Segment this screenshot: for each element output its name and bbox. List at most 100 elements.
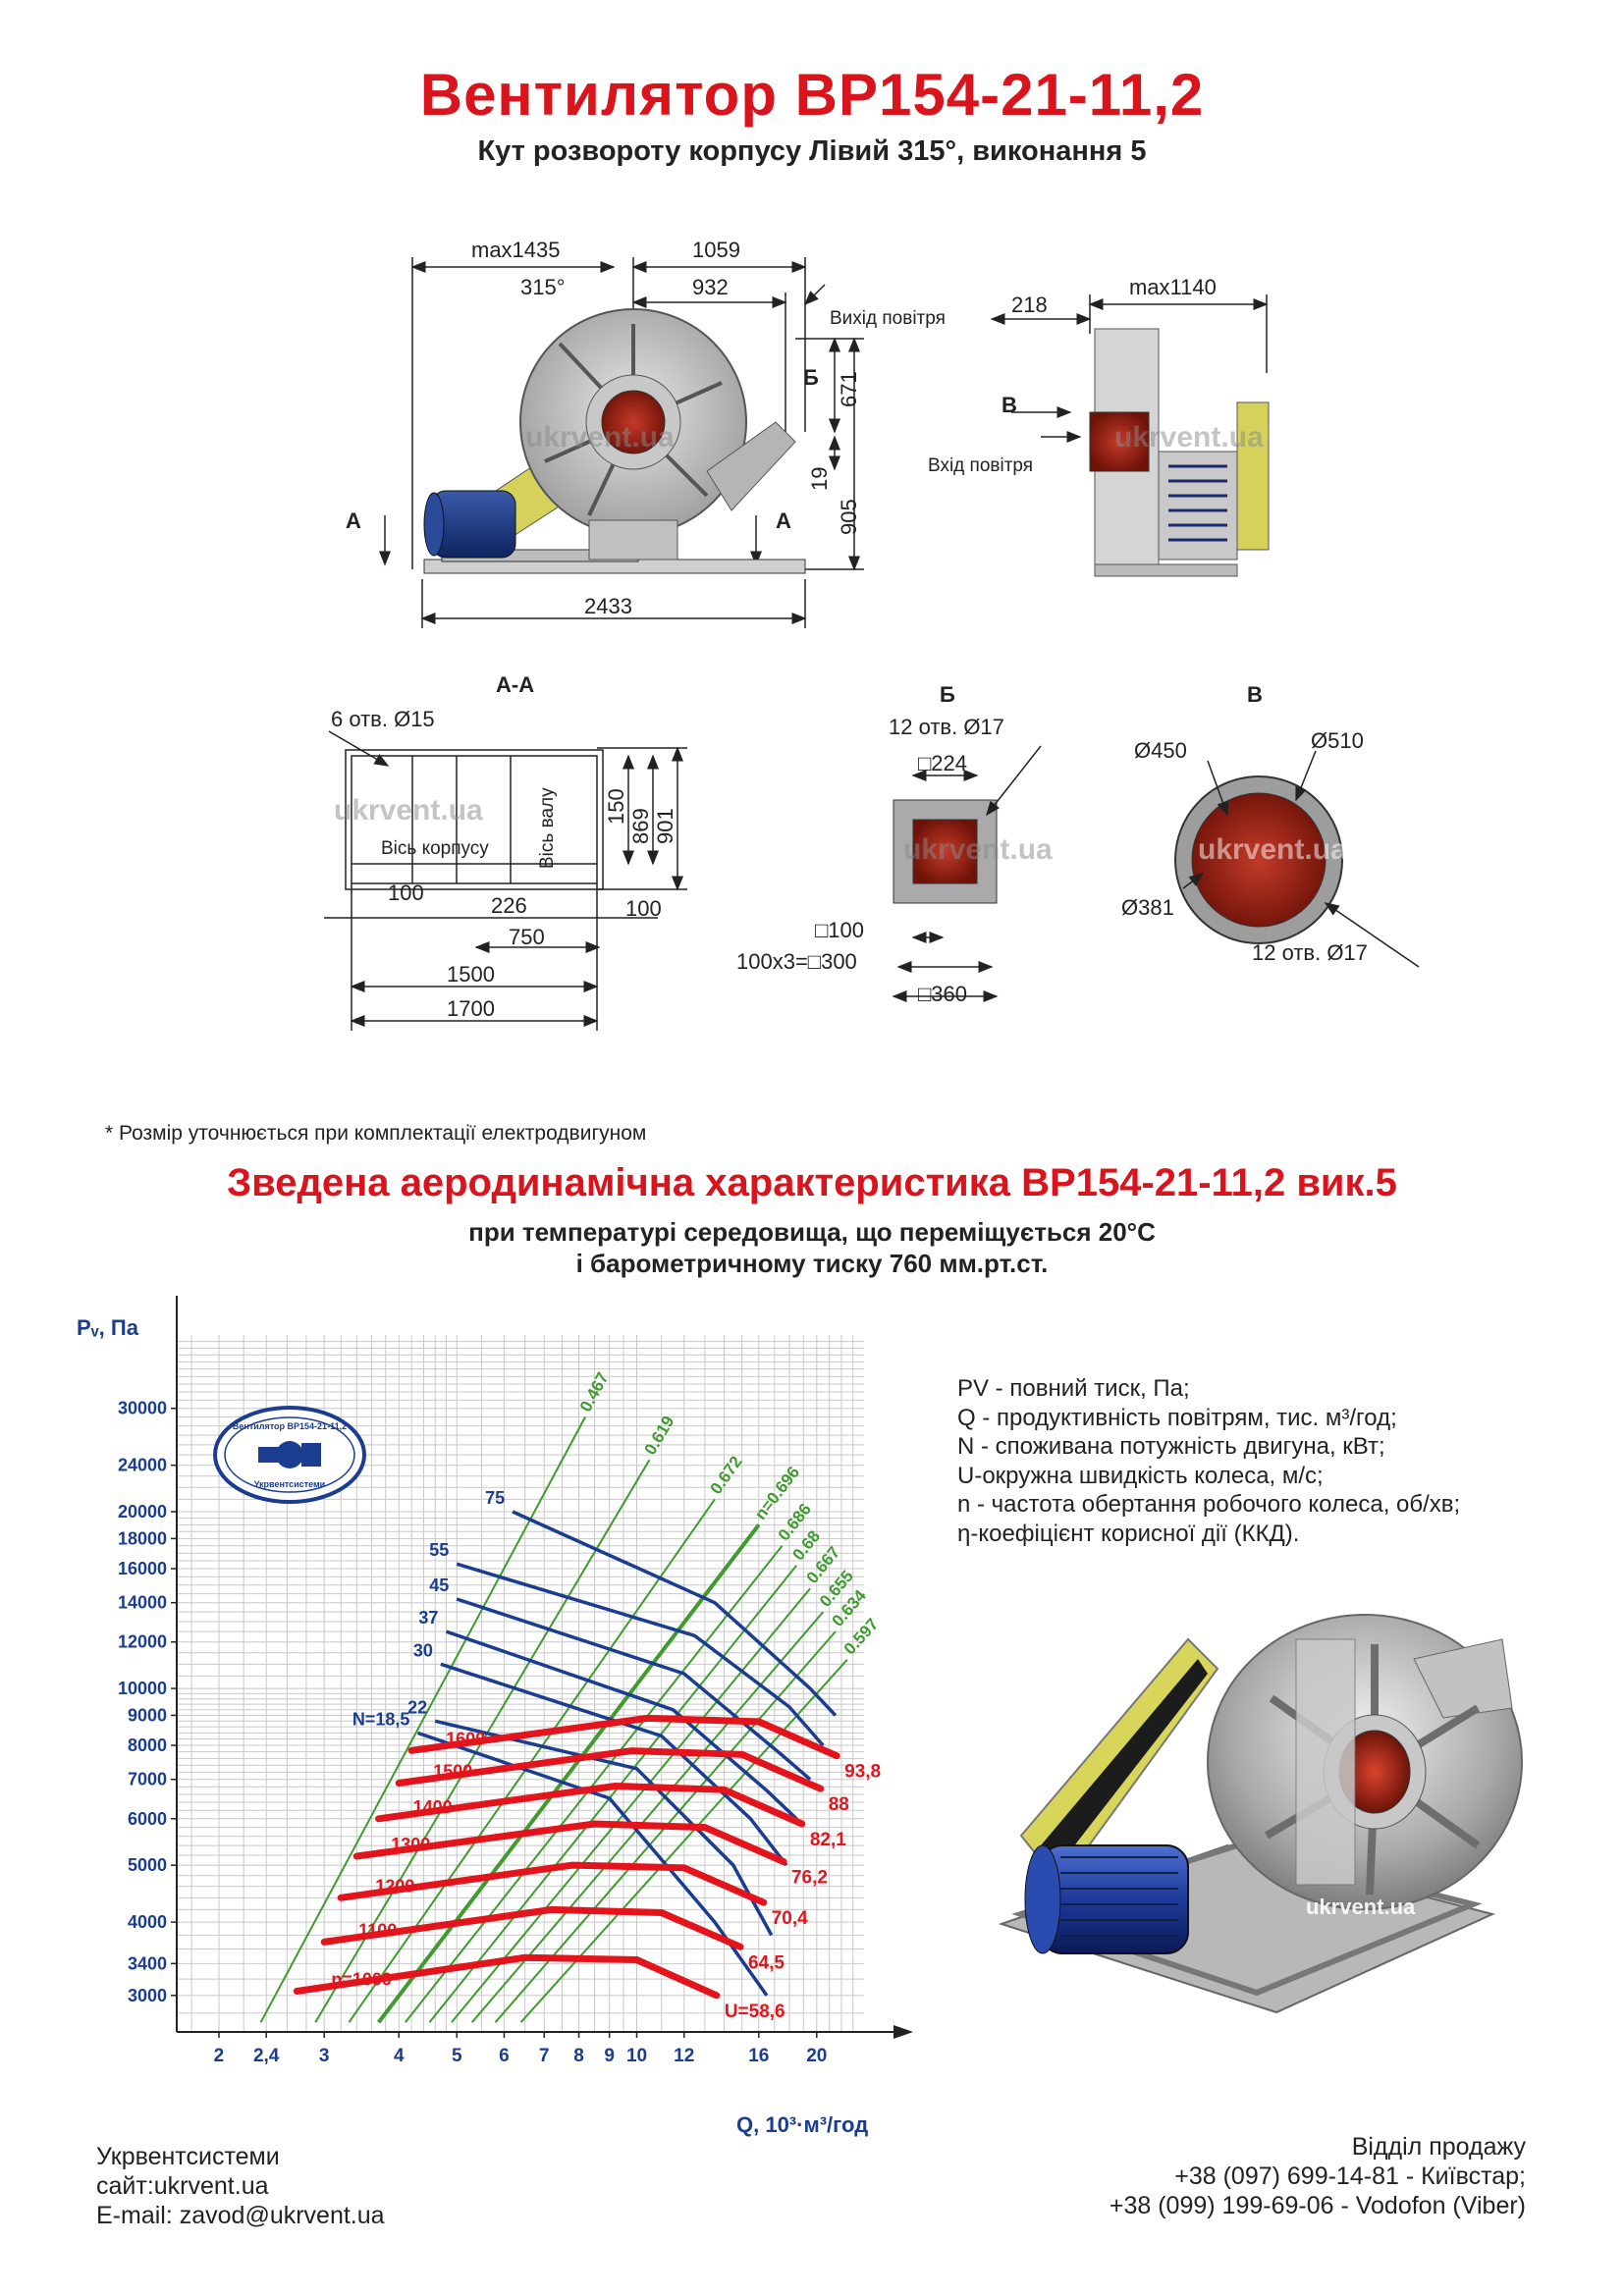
x-tick-label: 5 xyxy=(452,2046,462,2066)
housing-axis-label: Вісь корпусу xyxy=(381,838,489,859)
peripheral-speed-label: 82,1 xyxy=(810,1830,846,1850)
sales-department: Відділ продажу xyxy=(1351,2133,1526,2161)
legend-item: PV - повний тиск, Па; xyxy=(957,1375,1190,1402)
efficiency-line xyxy=(451,1587,811,2023)
dim-150: 150 xyxy=(604,788,628,825)
efficiency-line xyxy=(470,1611,825,2023)
view-v-title: В xyxy=(1247,682,1263,707)
x-tick-label: 2 xyxy=(214,2046,225,2066)
view-v-holes: 12 отв. Ø17 xyxy=(1252,940,1368,965)
phone-kyivstar[interactable]: +38 (097) 699-14-81 - Київстар; xyxy=(1174,2163,1526,2190)
x-tick-label: 16 xyxy=(748,2046,769,2066)
watermark-v: ukrvent.ua xyxy=(1198,833,1347,866)
dim-224: □224 xyxy=(918,751,967,775)
dim-905: 905 xyxy=(837,499,861,535)
peripheral-speed-label: 64,5 xyxy=(748,1952,785,1973)
y-tick-label: 3000 xyxy=(128,1986,167,2005)
y-tick-label: 14000 xyxy=(118,1593,167,1613)
dim-max1140: max1140 xyxy=(1129,275,1217,299)
x-axis-arrow xyxy=(893,2025,913,2039)
speed-curve xyxy=(352,1820,787,1865)
y-tick-label: 12000 xyxy=(118,1632,167,1652)
watermark-aa: ukrvent.ua xyxy=(334,794,483,827)
watermark-side: ukrvent.ua xyxy=(1114,421,1264,454)
dim-max1435: max1435 xyxy=(471,238,561,262)
speed-curve-label: 1300 xyxy=(391,1835,430,1854)
peripheral-speed-label: 93,8 xyxy=(844,1762,881,1783)
efficiency-line xyxy=(377,1523,761,2024)
footer-sales: Відділ продажу +38 (097) 699-14-81 - Киї… xyxy=(1110,2132,1526,2220)
power-curve-label: 30 xyxy=(413,1640,433,1660)
x-tick-label: 2,4 xyxy=(253,2046,280,2066)
view-b-title: Б xyxy=(940,682,955,707)
section-aa-title: А-А xyxy=(496,672,534,697)
y-tick-label: 16000 xyxy=(118,1559,167,1578)
dim-300: 100х3=□300 xyxy=(736,949,857,974)
dim-1500: 1500 xyxy=(447,962,495,987)
x-tick-label: 9 xyxy=(604,2046,615,2066)
company-name: Укрвентсистеми xyxy=(96,2143,280,2170)
x-tick-label: 4 xyxy=(394,2046,405,2066)
speed-curve-label: 1100 xyxy=(358,1920,397,1940)
label-b: Б xyxy=(803,365,819,390)
website-link[interactable]: сайт:ukrvent.ua xyxy=(96,2172,269,2200)
phone-vodafone[interactable]: +38 (099) 199-69-06 - Vodofon (Viber) xyxy=(1109,2192,1526,2219)
page-title: Вентилятор ВР154-21-11,2 xyxy=(419,62,1205,128)
y-tick-label: 30000 xyxy=(118,1399,167,1418)
dim-d510: Ø510 xyxy=(1311,728,1364,753)
legend: PV - повний тиск, Па; Q - продуктивність… xyxy=(957,1374,1460,1548)
power-curve-label: 75 xyxy=(485,1488,505,1508)
y-tick-label: 10000 xyxy=(118,1679,167,1698)
x-tick-label: 8 xyxy=(573,2046,584,2066)
peripheral-speed-label: 88 xyxy=(829,1794,849,1815)
outlet-label: Вихід повітря xyxy=(830,308,946,329)
power-curve xyxy=(445,1629,798,1821)
legend-item: η-коефіцієнт корисної дії (ККД). xyxy=(957,1520,1300,1547)
aa-holes: 6 отв. Ø15 xyxy=(331,707,435,731)
power-curve-label: 22 xyxy=(407,1697,427,1717)
speed-curve-label: 1200 xyxy=(375,1876,414,1896)
power-curve xyxy=(456,1562,825,1747)
dim-100-left: 100 xyxy=(388,881,424,905)
dim-750: 750 xyxy=(509,925,545,949)
email-link[interactable]: E-mail: zavod@ukrvent.ua xyxy=(96,2202,385,2229)
dim-2433: 2433 xyxy=(584,594,632,618)
legend-item: n - частота обертання робочого колеса, о… xyxy=(957,1491,1461,1518)
watermark-front: ukrvent.ua xyxy=(525,421,675,454)
inlet-label: Вхід повітря xyxy=(928,455,1033,476)
dim-932: 932 xyxy=(692,275,729,299)
dim-d381: Ø381 xyxy=(1121,895,1174,920)
y-tick-label: 3400 xyxy=(128,1953,167,1973)
x-tick-label: 10 xyxy=(626,2046,647,2066)
power-curve-label: 37 xyxy=(418,1608,438,1628)
footnote: * Розмір уточнюється при комплектації ел… xyxy=(105,1122,647,1145)
efficiency-line xyxy=(348,1498,716,2023)
y-tick-label: 4000 xyxy=(128,1912,167,1932)
label-v: В xyxy=(1001,393,1017,417)
company-logo: Вентилятор ВР154-21-11,2 Укрвентсистеми xyxy=(213,1406,366,1504)
power-curve-label: 55 xyxy=(429,1540,449,1560)
dim-d450: Ø450 xyxy=(1134,738,1187,763)
y-tick-label: 18000 xyxy=(118,1528,167,1548)
y-tick-label: 5000 xyxy=(128,1855,167,1875)
legend-item: U-окружна швидкість колеса, м/с; xyxy=(957,1462,1324,1489)
y-tick-label: 8000 xyxy=(128,1735,167,1755)
efficiency-line xyxy=(405,1545,784,2023)
speed-curve xyxy=(395,1747,825,1792)
render-watermark: ukrvent.ua xyxy=(1306,1895,1416,1919)
aero-title: Зведена аеродинамічна характеристика ВР1… xyxy=(227,1161,1397,1204)
technical-drawings: max1435 1059 932 315° Вихід повітря Б А … xyxy=(324,238,1420,1031)
dim-869: 869 xyxy=(628,808,653,844)
dim-1059: 1059 xyxy=(692,238,740,262)
y-tick-label: 20000 xyxy=(118,1502,167,1522)
speed-curve-label: 1500 xyxy=(433,1761,472,1781)
x-tick-label: 6 xyxy=(499,2046,510,2066)
dim-226: 226 xyxy=(491,893,527,918)
peripheral-speed-label: 70,4 xyxy=(772,1908,808,1929)
dim-1700: 1700 xyxy=(447,996,495,1021)
x-axis-label: Q, 10³·м³/год xyxy=(736,2112,868,2137)
speed-curve xyxy=(320,1905,744,1950)
aero-subtitle-1: при температурі середовища, що переміщує… xyxy=(468,1217,1156,1247)
angle-315: 315° xyxy=(520,275,566,299)
